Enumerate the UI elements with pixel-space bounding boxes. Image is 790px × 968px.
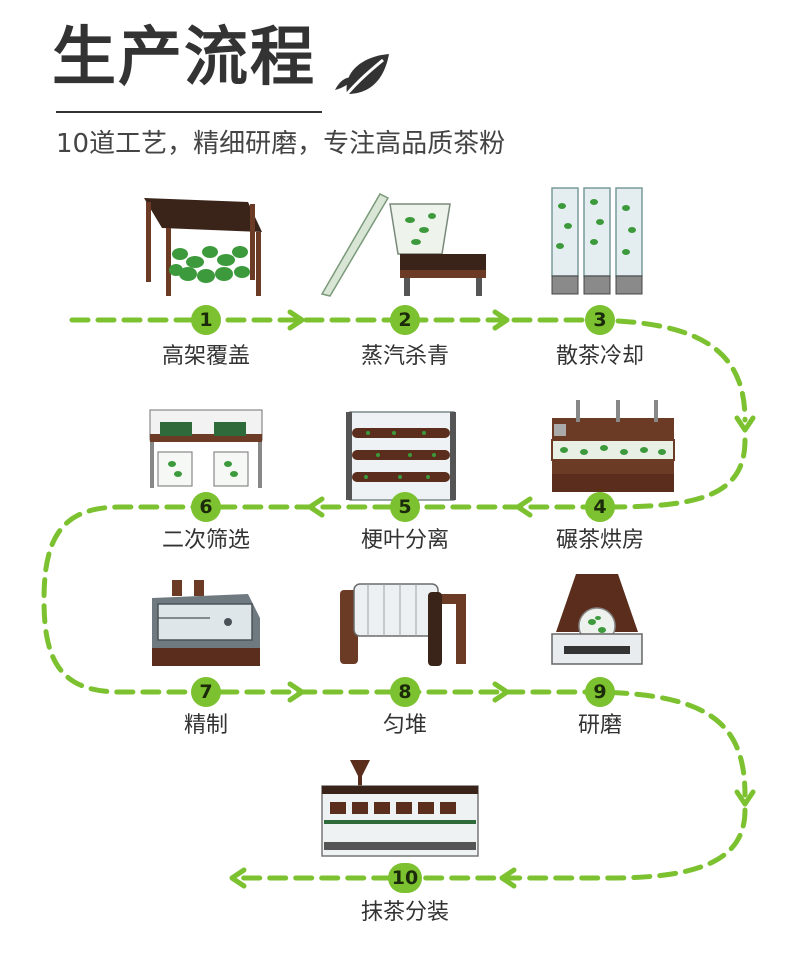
covered-shade-frame-icon — [144, 198, 262, 296]
sieve-machine-icon — [149, 409, 263, 488]
step-3-label: 散茶冷却 — [555, 344, 644, 369]
title-underline — [56, 111, 322, 113]
step-5-number: 5 — [390, 492, 420, 522]
page-title: 生产流程 — [52, 21, 316, 95]
steam-conveyor-icon — [320, 193, 486, 297]
step-1-label: 高架覆盖 — [161, 344, 250, 369]
packaging-line-icon — [321, 760, 479, 857]
step-4-label: 碾茶烘房 — [555, 528, 644, 553]
step-1-number: 1 — [191, 305, 221, 335]
step-8-number: 8 — [390, 677, 420, 707]
stone-mill-icon — [551, 574, 643, 665]
step-10-label: 抹茶分装 — [360, 900, 449, 925]
leaf-icon — [335, 54, 389, 95]
step-8-label: 匀堆 — [382, 713, 427, 738]
step-7-number: 7 — [191, 677, 221, 707]
step-9-label: 研磨 — [577, 713, 622, 738]
step-4-number: 4 — [585, 492, 615, 522]
page-subtitle: 10道工艺，精细研磨，专注高品质茶粉 — [56, 129, 506, 159]
step-7-label: 精制 — [183, 713, 228, 738]
step-9-number: 9 — [585, 677, 615, 707]
step-2-number: 2 — [390, 305, 420, 335]
step-10-number: 10 — [388, 863, 422, 893]
blending-drum-icon — [340, 583, 466, 666]
drying-oven-icon — [551, 400, 675, 492]
step-5-label: 梗叶分离 — [360, 528, 449, 553]
stem-separator-icon — [346, 411, 456, 501]
step-6-label: 二次筛选 — [161, 528, 250, 553]
cooling-tower-icon — [551, 187, 643, 295]
step-2-label: 蒸汽杀青 — [360, 344, 449, 369]
step-3-number: 3 — [585, 305, 615, 335]
refining-machine-icon — [152, 580, 260, 666]
step-6-number: 6 — [191, 492, 221, 522]
